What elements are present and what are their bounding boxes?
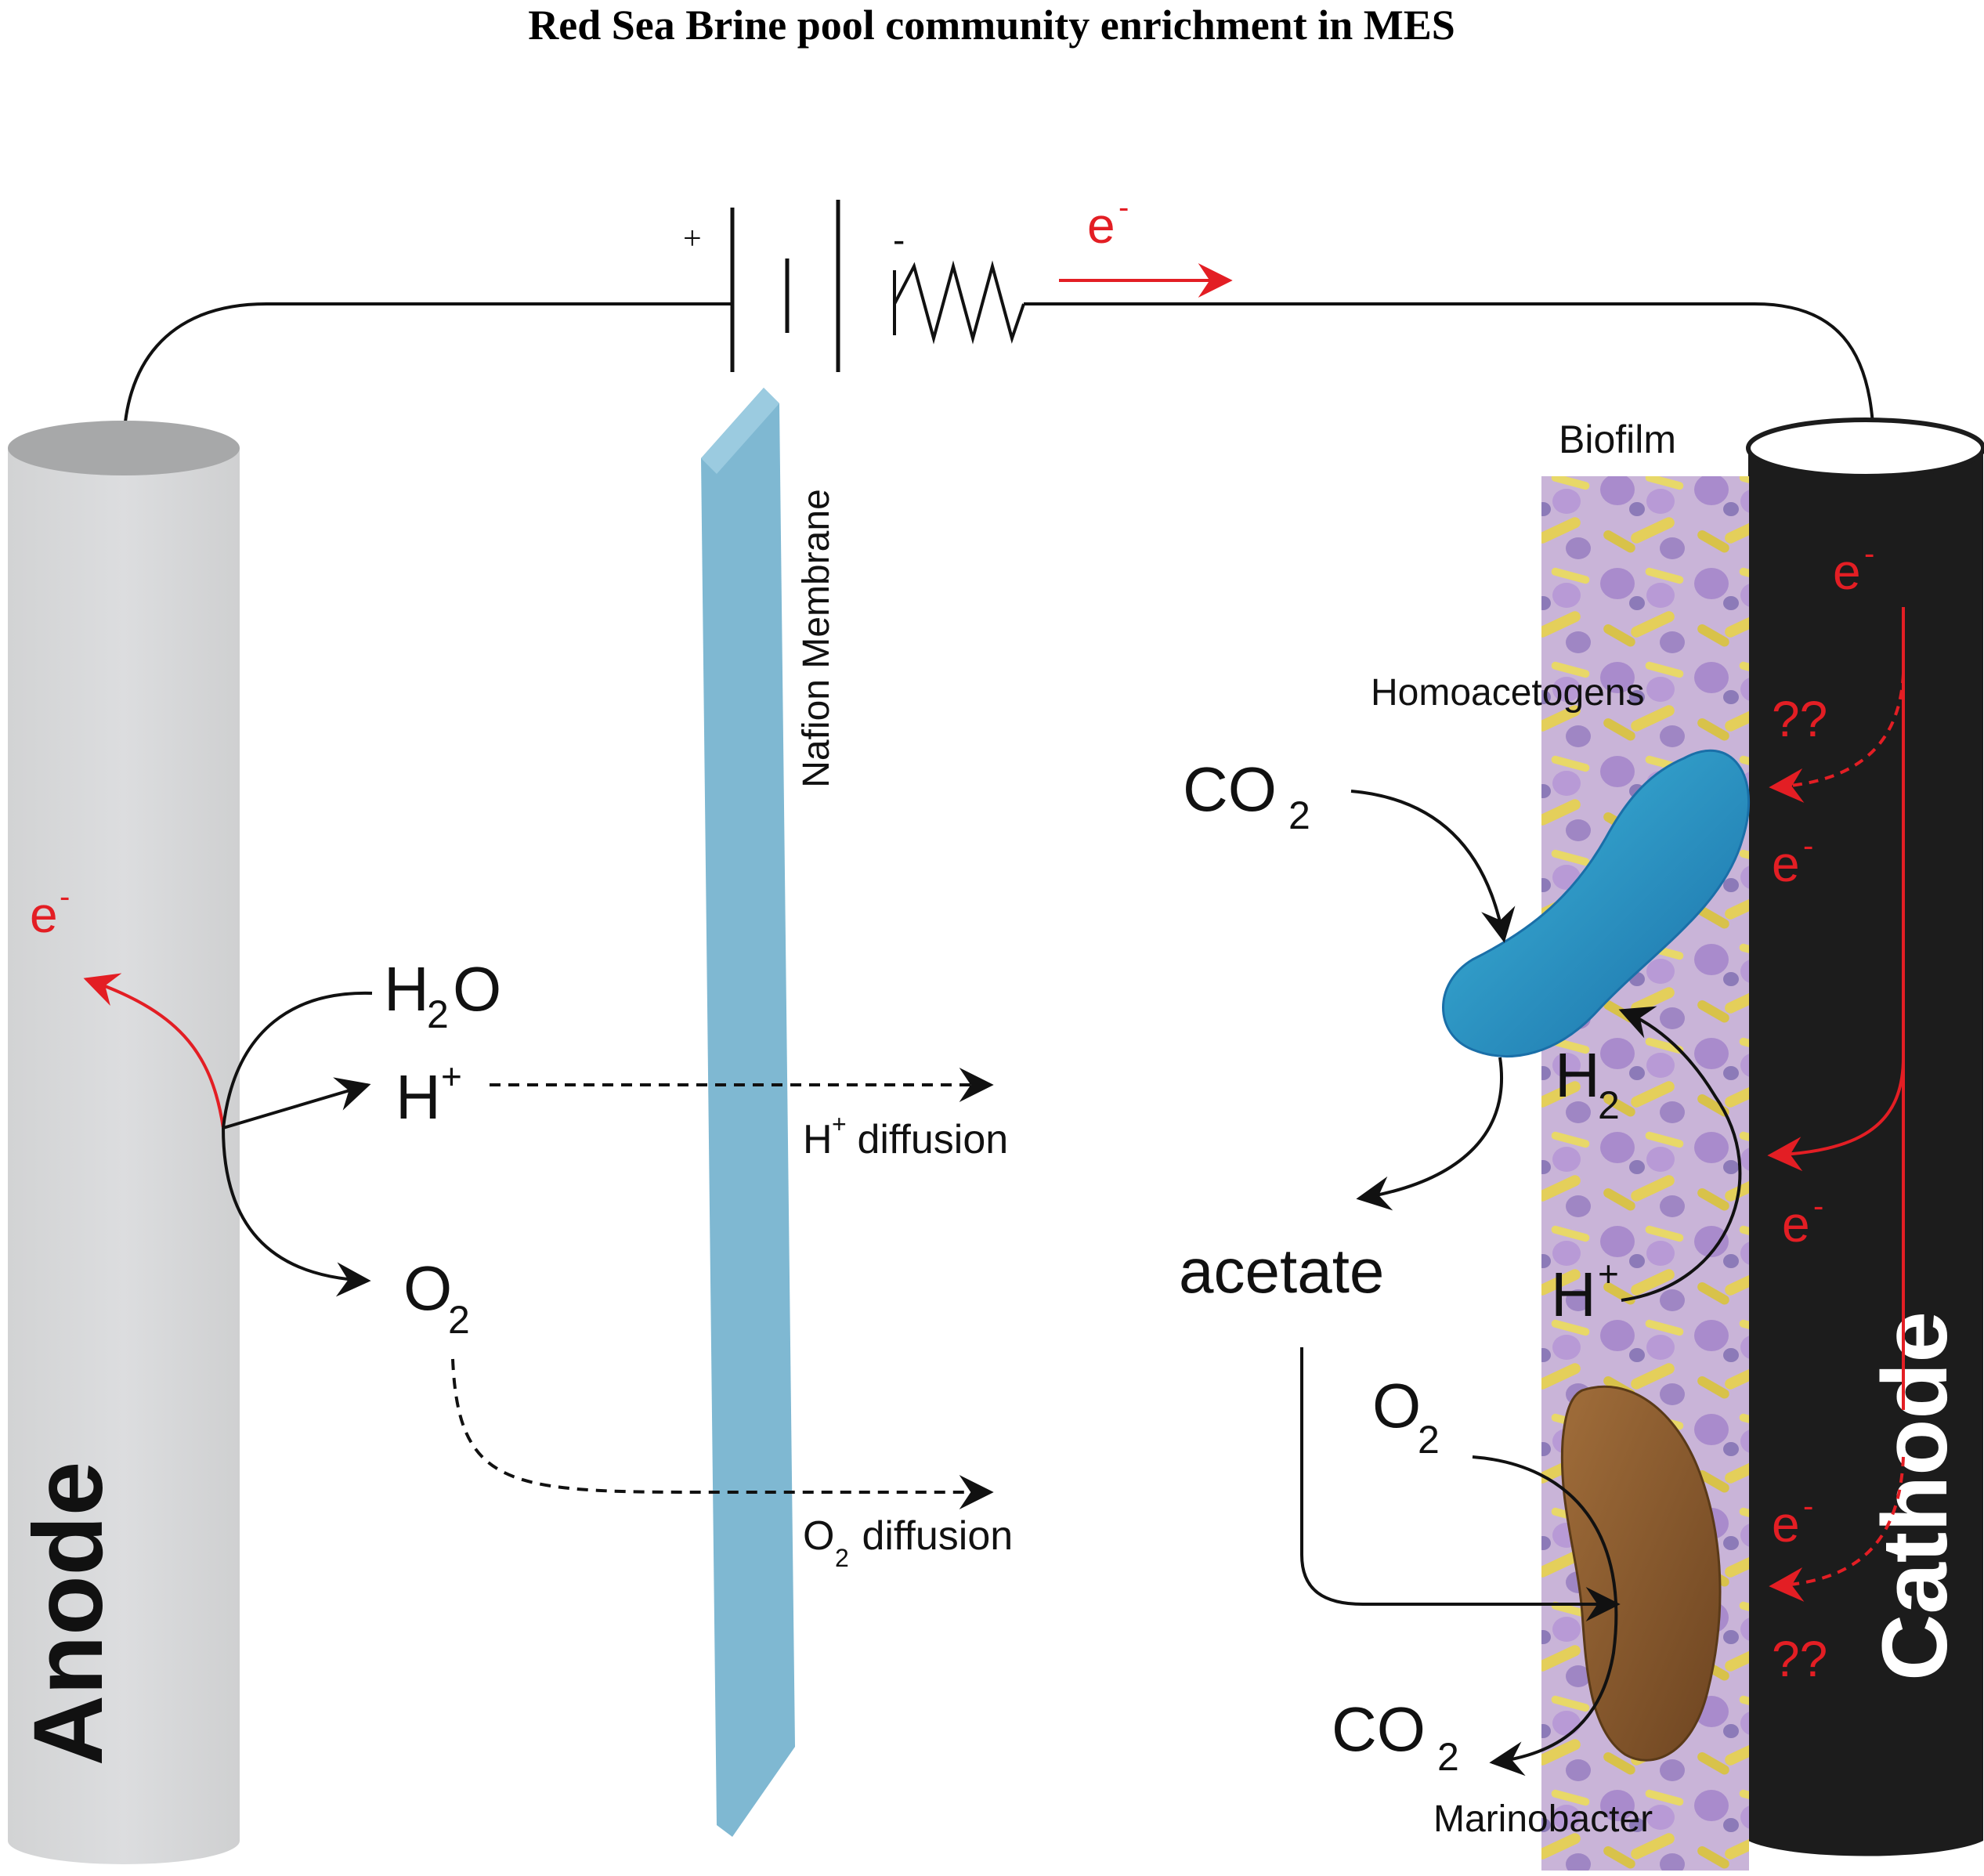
acetate-label: acetate [1179,1236,1384,1306]
cathode-electron-2: e - [1772,829,1813,892]
h-diffusion-label: H + diffusion [803,1110,1008,1162]
o2-to-marinobacter-arrow [1472,1455,1618,1777]
biofilm-label: Biofilm [1559,417,1676,461]
cathode-electron-to-h2-arrow [1767,1057,1905,1172]
cathode-hplus-label: H + [1551,1253,1619,1329]
co2-output-label: CO 2 [1332,1694,1459,1779]
homoacetogen-to-acetate-arrow [1356,1057,1503,1211]
svg-text:diffusion: diffusion [846,1117,1008,1162]
svg-text:+: + [441,1056,462,1097]
water-input-arrow [222,991,373,1129]
battery-symbol [730,200,840,372]
h2-label: H 2 [1555,1040,1620,1127]
nafion-membrane [701,388,795,1837]
svg-text:2: 2 [835,1544,849,1572]
o2-label: O 2 [403,1253,470,1342]
o2-output-arrow [222,1127,371,1297]
svg-text:CO: CO [1332,1694,1426,1764]
svg-text:e: e [1782,1196,1810,1252]
svg-text:O: O [403,1253,452,1323]
svg-text:-: - [60,880,70,914]
circuit-electron-label: e - [1087,190,1129,254]
svg-text:acetate: acetate [1179,1236,1384,1306]
svg-text:-: - [1864,537,1874,571]
hplus-to-h2-arrow [1618,1006,1742,1302]
cathode-electron-dashed-lower [1769,1456,1905,1602]
svg-text:2: 2 [1288,793,1310,837]
hplus-output-arrow [222,1077,371,1130]
cathode-electron-4: e - [1772,1489,1813,1552]
svg-text:-: - [1803,1489,1813,1524]
resistor-symbol [893,260,1025,345]
svg-text:-: - [1118,190,1129,225]
svg-text:H: H [1555,1040,1600,1110]
cathode-electron-dashed-upper [1769,673,1905,803]
battery-minus-sign: - [893,219,905,260]
anode-label: Anode [14,1462,123,1766]
homoacetogen-cell [1442,749,1751,1057]
svg-text:e: e [1772,1496,1800,1552]
anode-electron-arrow [83,973,225,1129]
svg-text:e: e [1833,544,1861,600]
svg-text:e: e [1087,197,1115,254]
svg-text:2: 2 [427,992,449,1036]
co2-input-label: CO 2 [1183,754,1310,837]
cathode-unknown-mechanism-1: ?? [1772,691,1827,747]
svg-text:H: H [803,1117,833,1162]
cathode-electrode [1746,417,1984,1856]
o2-diffusion-arrow [451,1358,994,1509]
cathode-electron-1: e - [1833,537,1874,600]
svg-text:H: H [1551,1260,1596,1329]
battery-plus-sign: + [683,221,702,257]
svg-text:H: H [384,954,429,1024]
acetate-to-marinobacter-arrow [1300,1347,1621,1621]
marinobacter-label: Marinobacter [1433,1798,1653,1840]
svg-text:2: 2 [448,1298,470,1342]
svg-text:+: + [832,1110,847,1138]
marinobacter-o2-label: O 2 [1372,1371,1440,1462]
marinobacter-cell [1560,1385,1722,1762]
co2-to-homoacetogen-arrow [1350,790,1516,943]
svg-text:e: e [1772,836,1800,892]
svg-text:diffusion: diffusion [851,1513,1013,1559]
svg-text:H: H [396,1062,441,1132]
diagram-title: Red Sea Brine pool community enrichment … [528,2,1455,49]
h2o-label: H 2 O [384,954,501,1036]
svg-text:2: 2 [1437,1735,1459,1779]
external-circuit [122,302,1875,449]
svg-text:-: - [1813,1189,1823,1224]
o2-diffusion-label: O 2 diffusion [803,1513,1013,1572]
svg-text:2: 2 [1418,1418,1440,1462]
svg-text:O: O [1372,1371,1421,1440]
membrane-label: Nafion Membrane [796,489,837,788]
svg-text:CO: CO [1183,754,1277,824]
svg-text:e: e [30,887,58,943]
svg-text:2: 2 [1598,1083,1620,1127]
homoacetogens-label: Homoacetogens [1371,672,1645,714]
cathode-unknown-mechanism-2: ?? [1772,1631,1827,1687]
cathode-electron-3: e - [1782,1189,1823,1252]
anode-electrode [8,421,240,1864]
svg-text:O: O [453,954,501,1024]
svg-text:O: O [803,1513,834,1559]
hplus-label: H + [396,1056,462,1132]
anode-electron: e - [30,880,70,943]
cathode-label: Cathode [1863,1311,1967,1681]
svg-text:-: - [1803,829,1813,863]
svg-text:+: + [1598,1253,1619,1294]
